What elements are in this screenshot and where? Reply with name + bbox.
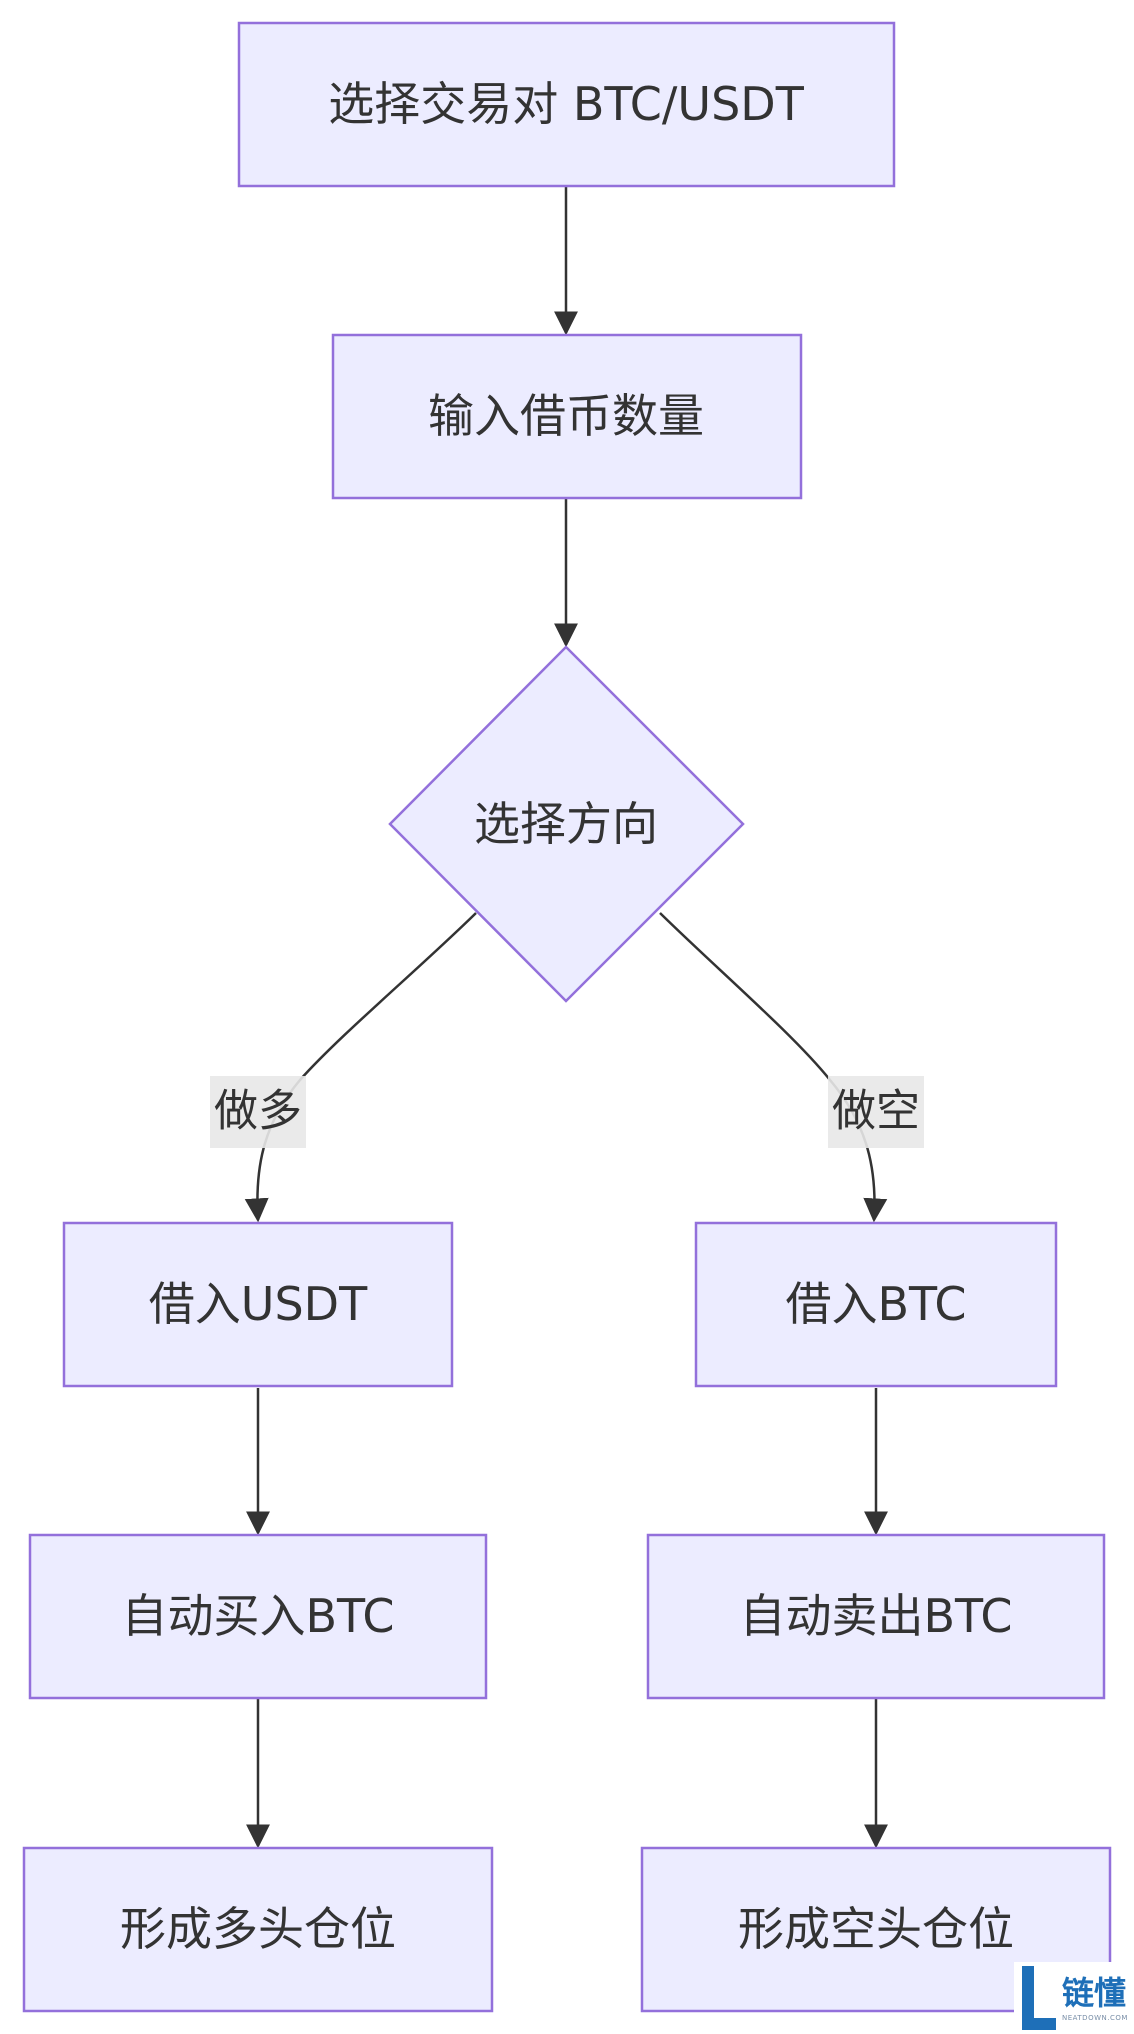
- node-auto-buy-label: 自动买入BTC: [121, 1589, 394, 1643]
- node-auto-sell-label: 自动卖出BTC: [739, 1589, 1012, 1643]
- node-auto-sell: 自动卖出BTC: [646, 1533, 1106, 1700]
- edge-label-long: 做多: [210, 1076, 306, 1148]
- node-long-position-label: 形成多头仓位: [120, 1902, 396, 1956]
- watermark-domain: NEATDOWN.COM: [1062, 2014, 1128, 2022]
- node-borrow-btc-label: 借入BTC: [785, 1277, 966, 1331]
- watermark-logo: 链懂 NEATDOWN.COM: [1014, 1962, 1132, 2032]
- node-choose-direction-label: 选择方向: [474, 797, 658, 851]
- node-long-position: 形成多头仓位: [22, 1846, 494, 2013]
- node-input-amount-label: 输入借币数量: [428, 389, 704, 443]
- watermark-name: 链懂: [1062, 1974, 1126, 2012]
- node-borrow-usdt-label: 借入USDT: [149, 1277, 368, 1331]
- node-select-pair-label: 选择交易对 BTC/USDT: [328, 77, 804, 131]
- logo-l-mark-icon: [1022, 1966, 1056, 2030]
- node-select-pair: 选择交易对 BTC/USDT: [237, 21, 896, 188]
- node-choose-direction: 选择方向: [388, 645, 745, 1003]
- node-borrow-btc: 借入BTC: [694, 1221, 1058, 1388]
- node-input-amount: 输入借币数量: [331, 333, 803, 500]
- edge-label-short: 做空: [828, 1076, 924, 1148]
- edge-direction-to-long: [244, 912, 477, 1223]
- edge-label-short-text: 做空: [832, 1086, 920, 1137]
- edge-direction-to-short: [659, 912, 888, 1223]
- node-borrow-usdt: 借入USDT: [62, 1221, 454, 1388]
- edge-label-long-text: 做多: [214, 1086, 302, 1137]
- node-short-position-label: 形成空头仓位: [738, 1902, 1014, 1956]
- node-auto-buy: 自动买入BTC: [28, 1533, 488, 1700]
- edges: [244, 187, 888, 1849]
